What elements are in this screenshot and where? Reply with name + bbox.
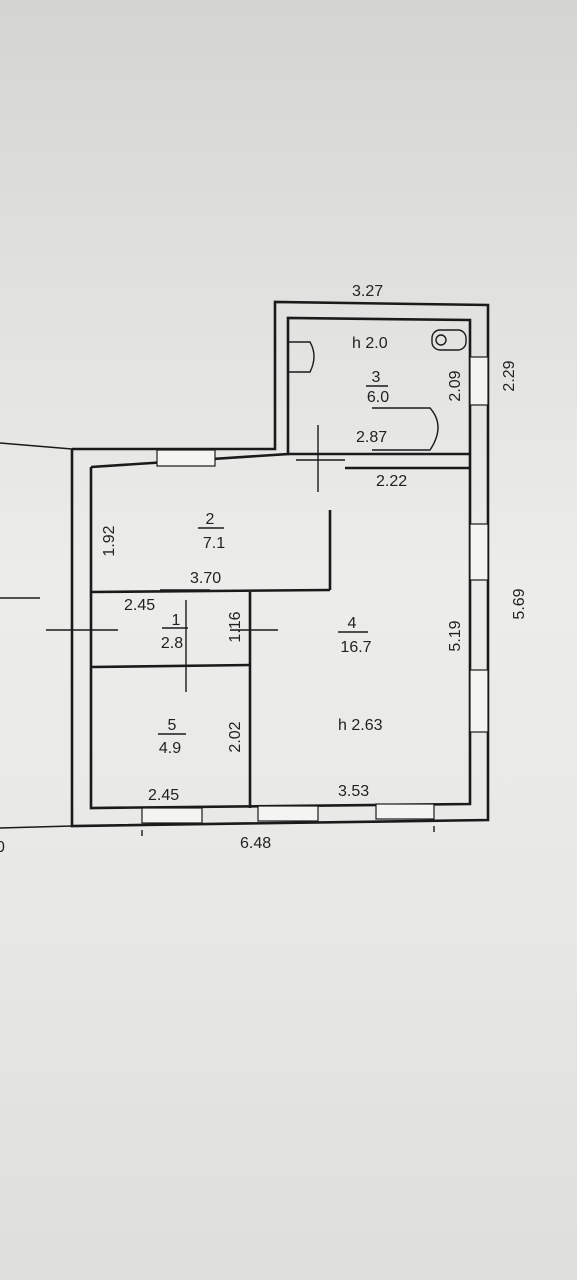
windows	[141, 356, 489, 824]
interior-walls	[90, 425, 470, 808]
dim-room4-right: 5.19	[447, 620, 464, 651]
window-room-4-south-1	[257, 805, 319, 822]
window-room-4-upper	[469, 523, 489, 581]
room-4-area: 16.7	[340, 639, 371, 656]
window-room-5	[141, 807, 203, 824]
ceiling-heights: h 2.0 h 2.63	[338, 335, 388, 734]
dim-top-width: 3.27	[352, 283, 383, 300]
dim-cut-left: 0	[0, 839, 5, 856]
dim-right-small-outer: 2.29	[501, 360, 518, 391]
window-room-3	[469, 356, 489, 406]
dim-overall-bottom: 6.48	[240, 835, 271, 852]
room-5-area: 4.9	[159, 740, 181, 757]
dim-overall-right: 5.69	[511, 588, 528, 619]
dim-room2-width: 3.70	[190, 570, 221, 587]
window-room-4-south-2	[375, 803, 435, 820]
dim-room4-top: 2.22	[376, 473, 407, 490]
dim-room1-width: 2.45	[124, 597, 155, 614]
room-4-number: 4	[348, 615, 357, 632]
room-2-area: 7.1	[203, 535, 225, 552]
dim-room2-height: 1.92	[101, 525, 118, 556]
bathroom-fixtures	[288, 329, 467, 451]
sink-icon	[288, 341, 315, 373]
room-3-number: 3	[372, 369, 381, 386]
window-room-4-lower	[469, 669, 489, 733]
toilet-icon	[431, 329, 467, 351]
dim-room5-width: 2.45	[148, 787, 179, 804]
room-1-area: 2.8	[161, 635, 183, 652]
adjacent-structure	[0, 442, 118, 829]
room-1-number: 1	[172, 612, 181, 629]
dim-room1-height: 1.16	[227, 611, 244, 642]
room-3-height: h 2.0	[352, 335, 388, 352]
bathtub-icon	[372, 407, 439, 451]
room-3-area: 6.0	[367, 389, 389, 406]
dimension-ticks	[141, 826, 435, 836]
dim-room4-bottom: 3.53	[338, 783, 369, 800]
window-room-2	[156, 449, 216, 467]
room-labels: 3 6.0 2 7.1 1 2.8 4 16.7 5 4.9	[158, 369, 389, 757]
dim-right-small-inner: 2.09	[447, 370, 464, 401]
main-height: h 2.63	[338, 717, 383, 734]
room-2-number: 2	[206, 511, 215, 528]
dimension-labels: 3.27 2.29 2.09 2.87 2.22 1.92 3.70 2.45 …	[0, 283, 528, 856]
exterior-walls	[70, 300, 490, 828]
dim-room5-height: 2.02	[227, 721, 244, 752]
dim-room3-width: 2.87	[356, 429, 387, 446]
room-5-number: 5	[168, 717, 177, 734]
